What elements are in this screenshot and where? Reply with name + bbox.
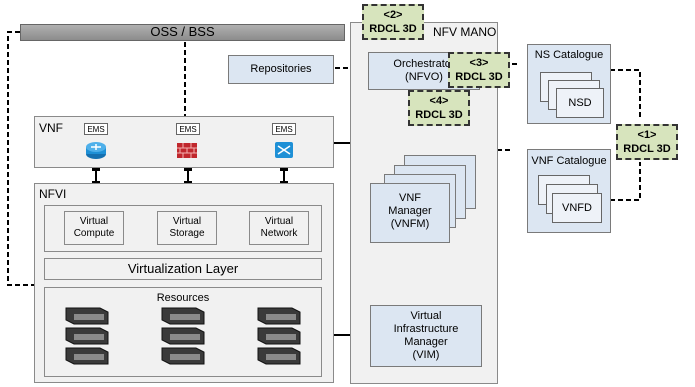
ems-badge-2: EMS <box>176 123 200 135</box>
virtual-compute-box: Virtual Compute <box>64 211 124 245</box>
virtualization-layer-label: Virtualization Layer <box>127 261 239 276</box>
repositories-label: Repositories <box>250 63 312 75</box>
repositories-box: Repositories <box>228 55 334 84</box>
resources-label: Resources <box>156 292 210 304</box>
rdcl-1-text: RDCL 3D <box>623 143 671 155</box>
server-icon-2 <box>161 307 205 365</box>
rdcl-tag-1: <1> RDCL 3D <box>616 124 678 160</box>
vnfd-box: VNFD <box>552 193 602 223</box>
nfvi-label: NFVI <box>39 187 67 201</box>
virtual-network-l1: Virtual <box>264 216 294 227</box>
vim-line4: (VIM) <box>412 349 440 361</box>
server-icon-3 <box>257 307 301 365</box>
orchestrator-line2: (NFVO) <box>405 71 443 83</box>
nsd-box: NSD <box>556 88 604 118</box>
server-icon-1 <box>65 307 109 365</box>
virtual-compute-l1: Virtual <box>79 216 109 227</box>
firewall-icon <box>177 143 197 158</box>
vim-line2: Infrastructure <box>393 323 459 335</box>
vnf-catalogue-title: VNF Catalogue <box>531 155 607 167</box>
virtual-storage-l2: Storage <box>169 228 205 239</box>
rdcl-tag-3: <3> RDCL 3D <box>448 52 510 88</box>
rdcl-2-text: RDCL 3D <box>369 23 417 35</box>
vnfm-line3: (VNFM) <box>390 218 430 230</box>
router-icon <box>86 142 106 159</box>
vim-box: Virtual Infrastructure Manager (VIM) <box>370 305 482 367</box>
rdcl-1-num: <1> <box>637 129 657 141</box>
vim-line3: Manager <box>404 336 448 348</box>
virtual-storage-l1: Virtual <box>172 216 202 227</box>
rdcl-3-text: RDCL 3D <box>455 71 503 83</box>
rdcl-3-num: <3> <box>469 57 489 69</box>
virtual-compute-l2: Compute <box>73 228 115 239</box>
rdcl-tag-2: <2> RDCL 3D <box>362 4 424 40</box>
vnfd-label: VNFD <box>562 202 592 214</box>
ems-badge-3: EMS <box>272 123 296 135</box>
virtual-storage-box: Virtual Storage <box>157 211 217 245</box>
ems-badge-1: EMS <box>84 123 108 135</box>
rdcl-4-num: <4> <box>429 95 449 107</box>
ns-catalogue-title: NS Catalogue <box>534 49 604 61</box>
vim-line1: Virtual <box>410 310 442 322</box>
vnfm-line1: VNF <box>399 192 421 204</box>
nsd-label: NSD <box>568 97 592 109</box>
rdcl-tag-4: <4> RDCL 3D <box>408 90 470 126</box>
vnf-label: VNF <box>39 121 63 135</box>
rdcl-2-num: <2> <box>383 9 403 21</box>
vnfm-box: VNF Manager (VNFM) <box>370 183 450 243</box>
orchestrator-line1: Orchestrator <box>393 58 455 70</box>
rdcl-4-text: RDCL 3D <box>415 109 463 121</box>
oss-bss-label: OSS / BSS <box>150 24 215 39</box>
virtualization-layer: Virtualization Layer <box>44 258 322 280</box>
vnfm-line2: Manager <box>388 205 432 217</box>
switch-icon <box>275 142 293 158</box>
nfv-mano-label: NFV MANO <box>433 25 497 39</box>
virtual-network-box: Virtual Network <box>249 211 309 245</box>
virtual-network-l2: Network <box>260 228 298 239</box>
oss-bss-bar: OSS / BSS <box>20 24 345 41</box>
